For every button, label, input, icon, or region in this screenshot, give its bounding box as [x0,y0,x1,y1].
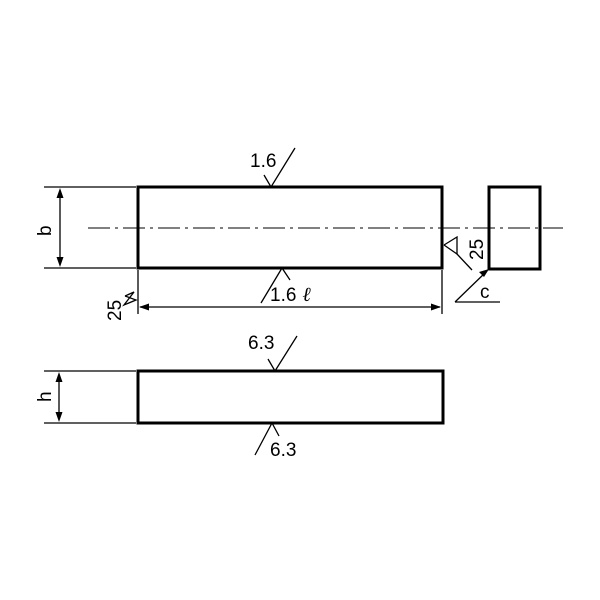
end-view: c [454,185,542,303]
top-roughness-value: 1.6 [250,151,276,172]
height-dimension: h [35,370,136,424]
right-end-roughness-value: 25 [467,239,488,260]
bottom-roughness-symbol [260,266,291,304]
chamfer-label: c [480,282,490,303]
left-end-roughness: 25 [105,291,138,321]
side-top-roughness-symbol [267,335,298,373]
side-bottom-roughness-symbol [254,421,280,456]
height-label: h [35,391,56,402]
side-top-roughness-value: 6.3 [248,333,274,354]
side-view: 6.3 6.3 h [35,333,445,461]
width-dimension: b [35,186,136,269]
left-end-roughness-value: 25 [105,300,126,321]
length-dimension [137,270,443,314]
side-view-outline [136,369,445,425]
right-end-roughness: 25 [443,235,488,271]
width-label: b [35,225,56,236]
side-bottom-roughness-value: 6.3 [270,440,296,461]
length-symbol: ℓ [302,284,311,306]
end-view-outline [487,185,542,271]
top-roughness-symbol [263,147,296,189]
chamfer-callout: c [454,269,500,303]
